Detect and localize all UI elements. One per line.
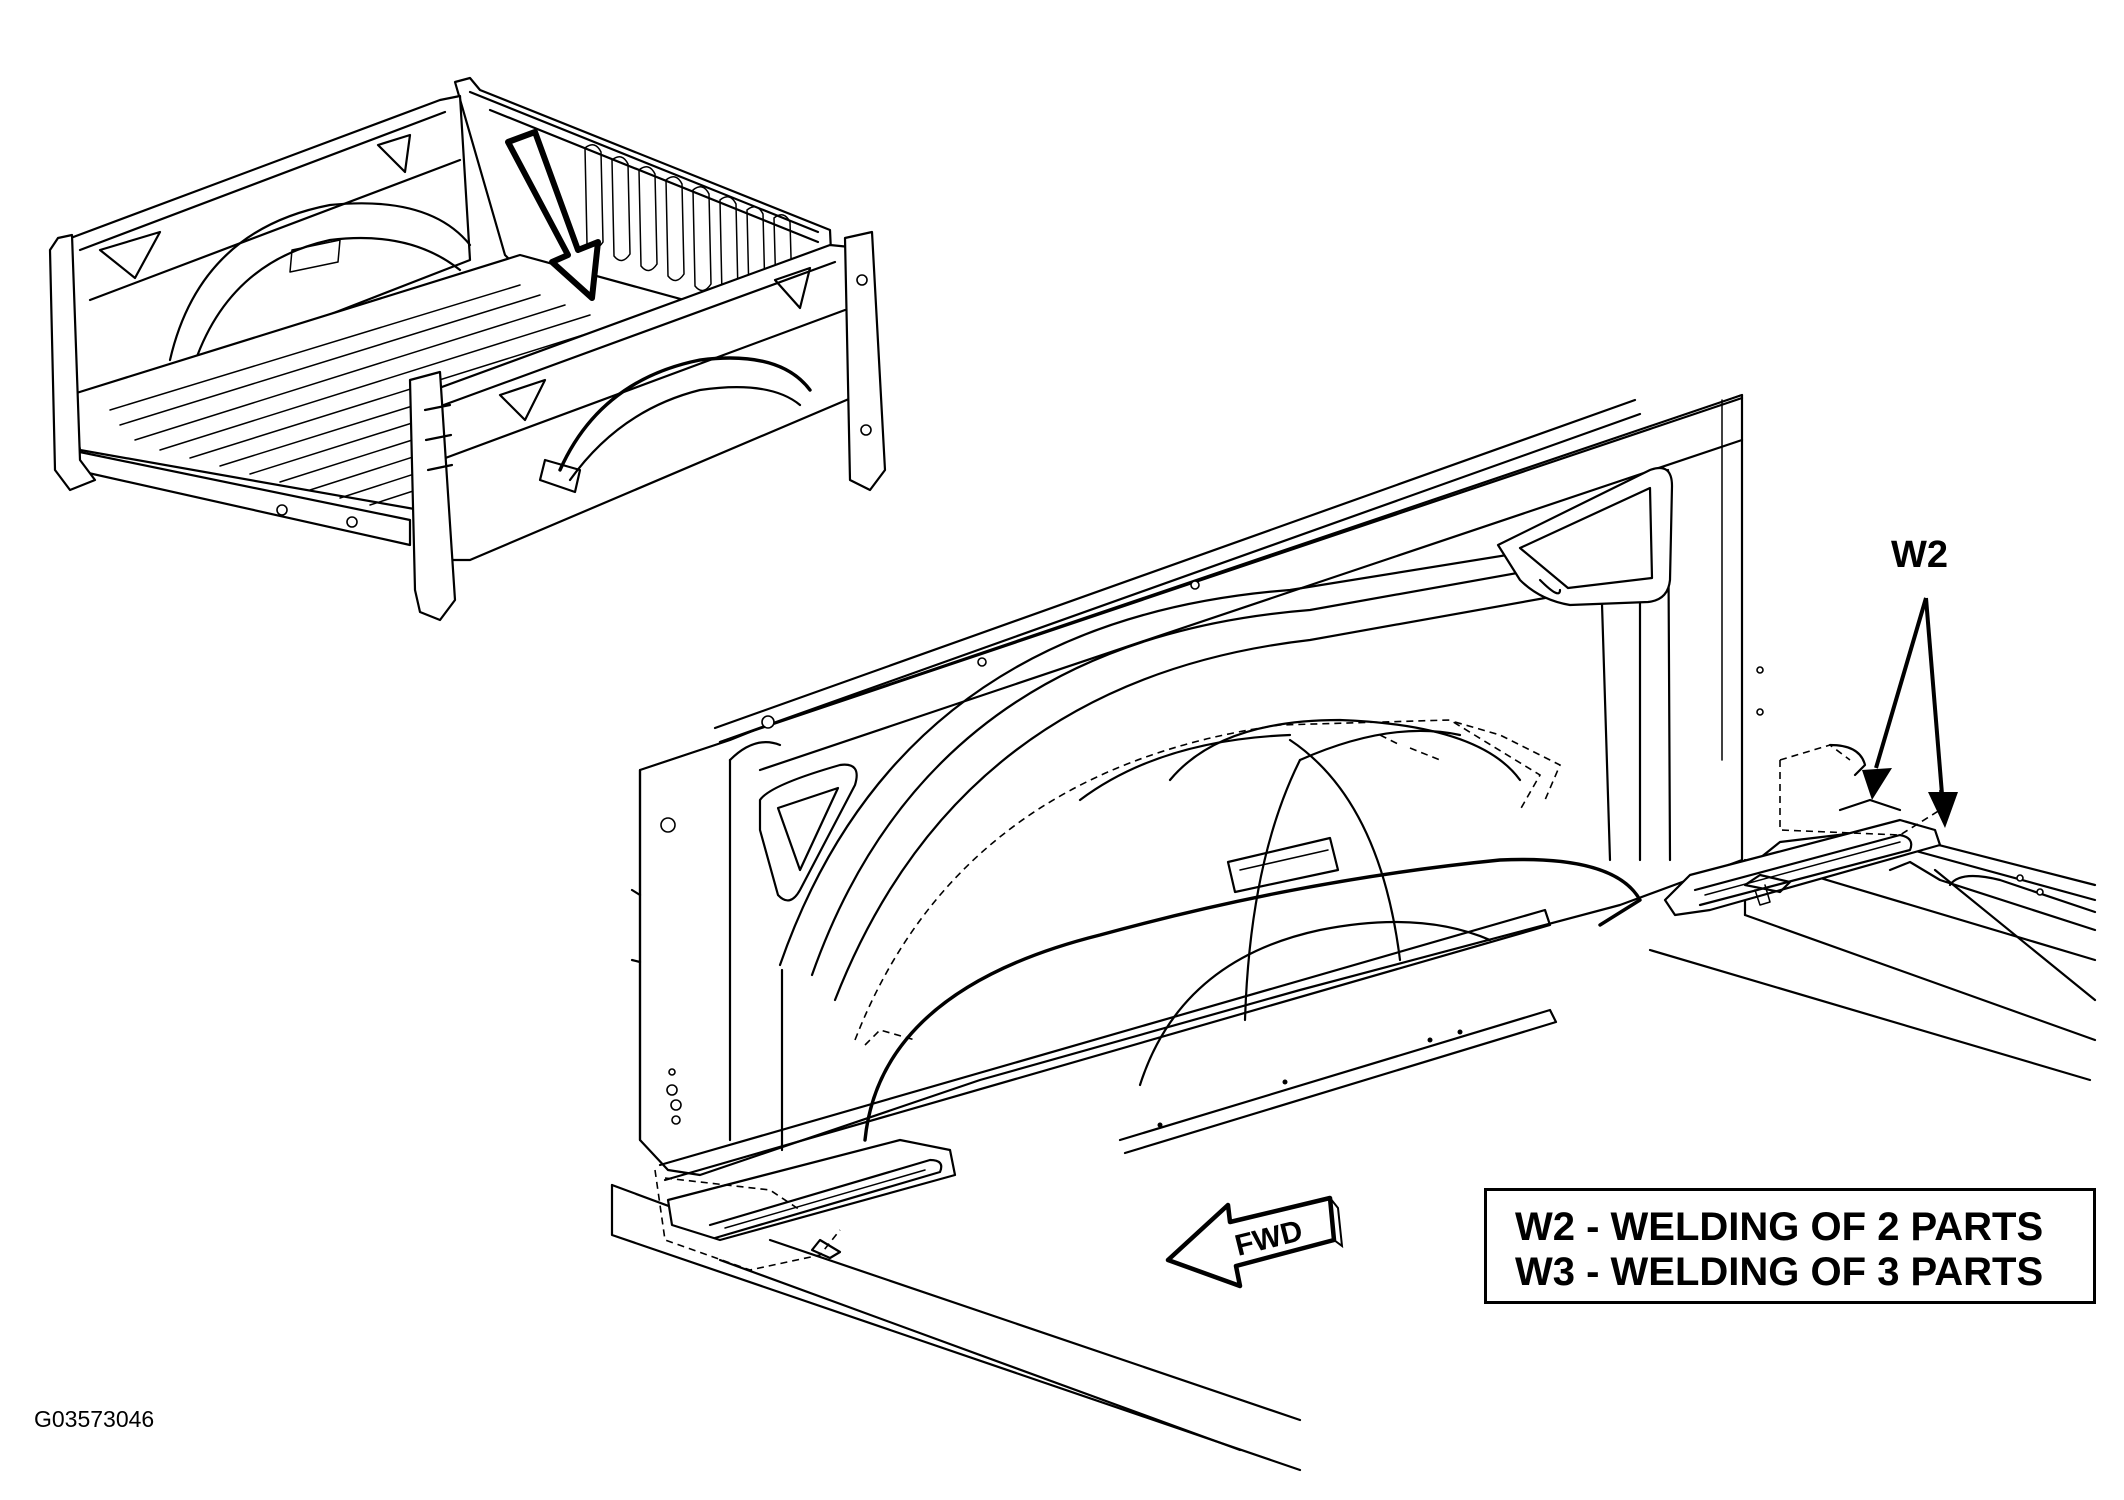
w2-arrowhead-right: [1928, 792, 1958, 828]
figure-id: G03573046: [34, 1406, 155, 1432]
fwd-direction-arrow: FWD: [1165, 1195, 1344, 1289]
legend-line-w2: W2 - WELDING OF 2 PARTS: [1515, 1205, 2044, 1249]
legend-line-w3: W3 - WELDING OF 3 PARTS: [1515, 1250, 2044, 1294]
front-sill-bracket: [666, 1138, 957, 1242]
w2-callout-label: W2: [1891, 534, 1948, 576]
location-indicator-arrow: [505, 129, 601, 301]
weld-legend-box: W2 - WELDING OF 2 PARTS W3 - WELDING OF …: [1484, 1188, 2096, 1304]
truck-bed-overview-inset: [48, 76, 887, 622]
side-panel-detail: [610, 393, 2097, 1472]
stake-pocket-right: [1496, 466, 1674, 607]
w2-callout-arrows: [1862, 597, 1958, 828]
w2-arrowhead-left: [1862, 768, 1892, 800]
